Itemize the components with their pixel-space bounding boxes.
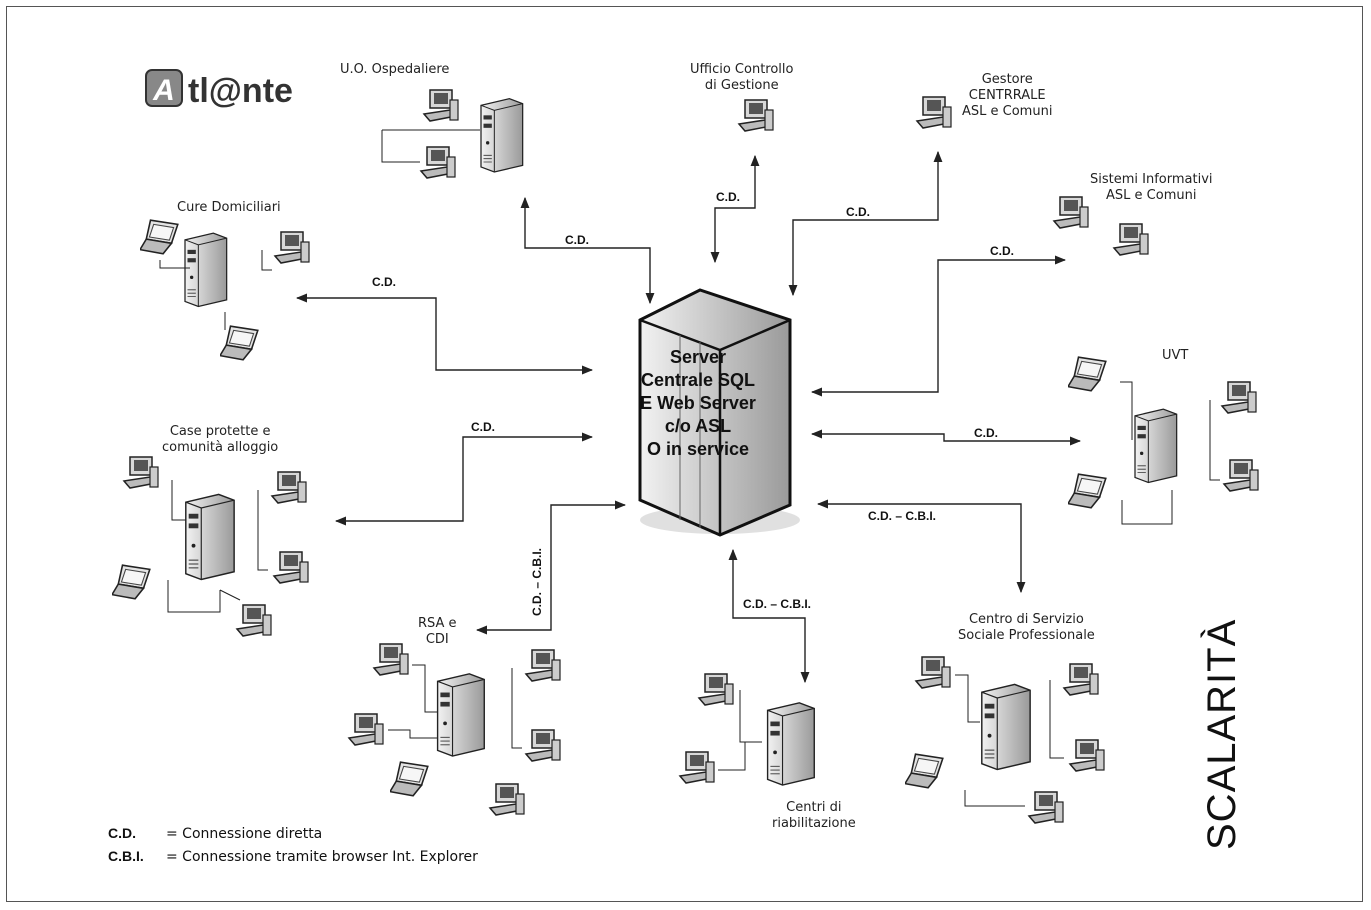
case-protette-cluster (112, 457, 308, 636)
label-uvt: UVT (1162, 348, 1188, 364)
svg-text:A: A (152, 74, 175, 107)
rsa-cdi-cluster (349, 644, 560, 815)
atlante-logo: A tl@nte (144, 64, 314, 116)
sistemi-cluster (1054, 197, 1148, 255)
conn-label-rsa: C.D. – C.B.I. (530, 548, 544, 616)
label-cure-domiciliari: Cure Domiciliari (177, 200, 281, 216)
centro-servizio-cluster (905, 657, 1104, 823)
uo-ospedaliere-cluster (382, 90, 523, 178)
conn-label-case: C.D. (471, 420, 495, 434)
central-server-label: Server Centrale SQL E Web Server c/o ASL… (618, 346, 778, 461)
uvt-cluster (1068, 357, 1258, 524)
centri-riabilitazione-cluster (680, 674, 814, 785)
svg-text:tl@nte: tl@nte (188, 72, 293, 110)
conn-label-ufficio: C.D. (716, 190, 740, 204)
label-uo-ospedaliere: U.O. Ospedaliere (340, 62, 449, 78)
side-title: SCALARITÀ (1200, 619, 1245, 850)
conn-label-uo: C.D. (565, 233, 589, 247)
conn-label-sistemi: C.D. (990, 244, 1014, 258)
conn-label-riabilitazione: C.D. – C.B.I. (743, 597, 811, 611)
legend: C.D.= Connessione diretta C.B.I.= Connes… (108, 822, 478, 868)
ufficio-controllo-cluster (739, 100, 773, 131)
cure-domiciliari-cluster (140, 220, 309, 360)
conn-label-cure: C.D. (372, 275, 396, 289)
legend-row-cd: C.D.= Connessione diretta (108, 822, 478, 845)
conn-label-centro: C.D. – C.B.I. (868, 509, 936, 523)
conn-label-gestore: C.D. (846, 205, 870, 219)
legend-row-cbi: C.B.I.= Connessione tramite browser Int.… (108, 845, 478, 868)
conn-label-uvt: C.D. (974, 426, 998, 440)
gestore-cluster (917, 97, 951, 128)
